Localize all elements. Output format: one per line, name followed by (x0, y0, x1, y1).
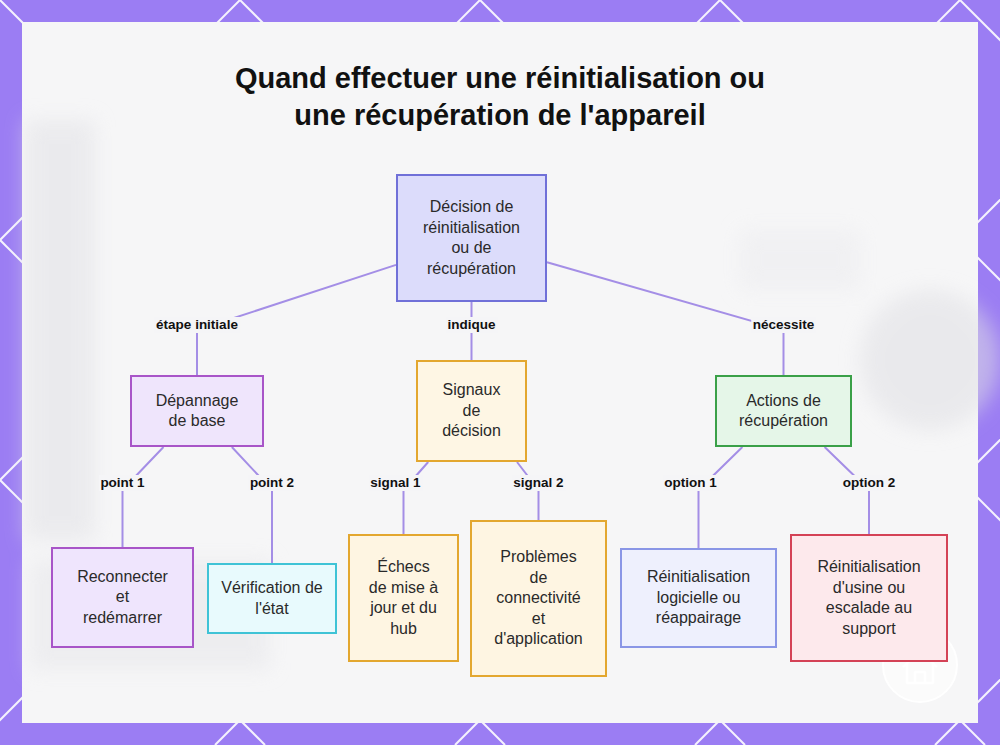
blur-shape (860, 290, 1000, 430)
node-text: Signaux de décision (434, 380, 509, 442)
blur-shape (740, 230, 860, 290)
edge-label: signal 2 (511, 475, 565, 491)
node-text: Actions de récupération (732, 391, 835, 432)
node-text: Reconnecter et redémarrer (75, 567, 170, 629)
node-text: Dépannage de base (152, 391, 242, 432)
connector (517, 462, 538, 520)
process-box: Réinitialisation d'usine ou escalade au … (790, 534, 948, 662)
edge-label: signal 1 (368, 475, 422, 491)
connector (699, 447, 743, 548)
node-text: Problèmes de connectivité et d'applicati… (492, 547, 585, 650)
connector (232, 447, 272, 563)
node-text: Vérification de l'état (221, 578, 323, 619)
edge-label: option 1 (662, 475, 719, 491)
process-box: Signaux de décision (416, 360, 527, 462)
process-box: Vérification de l'état (207, 563, 337, 634)
connector (123, 447, 164, 547)
panel (22, 22, 978, 723)
node-text: Réinitialisation d'usine ou escalade au … (806, 557, 932, 639)
process-box: Réinitialisation logicielle ou réappaira… (620, 548, 777, 648)
process-box: Dépannage de base (130, 375, 264, 447)
process-box: Problèmes de connectivité et d'applicati… (470, 520, 607, 677)
process-box: Reconnecter et redémarrer (51, 547, 194, 648)
edge-label: indique (446, 317, 498, 333)
process-box: Décision de réinitialisation ou de récup… (396, 174, 547, 302)
edge-label: point 2 (248, 475, 296, 491)
diagram-title: Quand effectuer une réinitialisation ou … (232, 60, 768, 134)
node-text: Échecs de mise à jour et du hub (367, 557, 440, 639)
node-text: Réinitialisation logicielle ou réappaira… (634, 567, 763, 629)
node-text: Décision de réinitialisation ou de récup… (416, 197, 527, 279)
process-box: Actions de récupération (715, 375, 852, 447)
process-box: Échecs de mise à jour et du hub (348, 534, 459, 662)
connector (404, 462, 429, 534)
edge-label: étape initiale (154, 317, 240, 333)
connector (547, 262, 784, 375)
blur-shape (25, 120, 95, 540)
edge-label: point 1 (98, 475, 146, 491)
edge-label: option 2 (841, 475, 898, 491)
edge-label: nécessite (751, 317, 817, 333)
